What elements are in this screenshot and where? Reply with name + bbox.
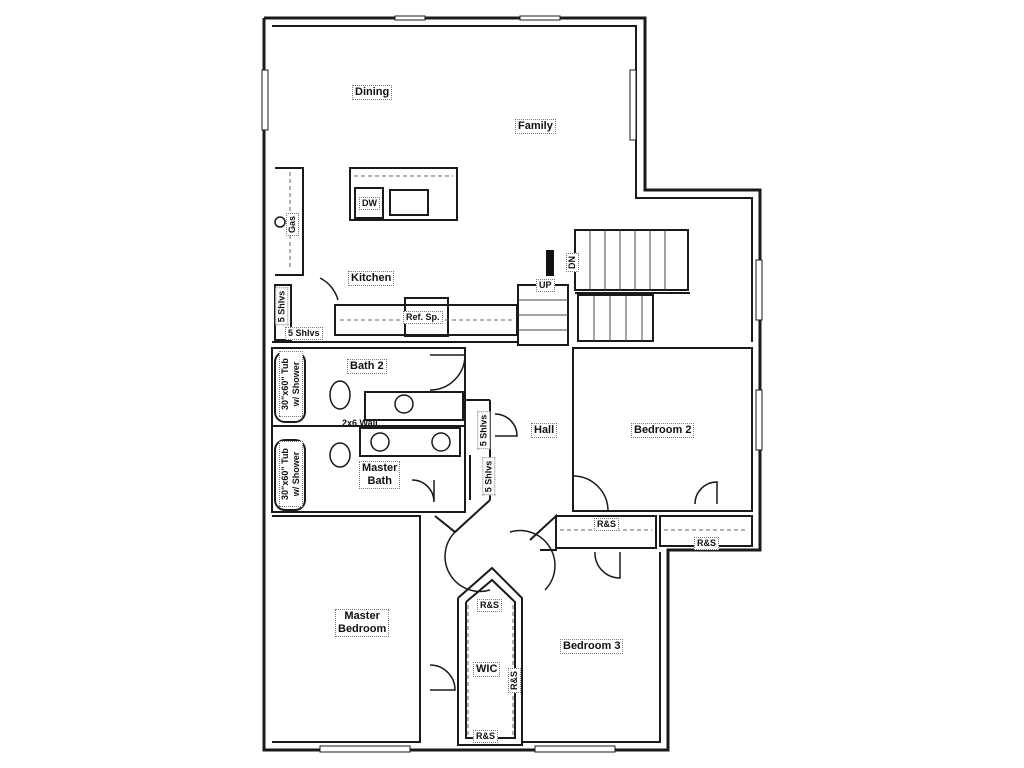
cabinet-dashes <box>289 172 748 735</box>
room-label-bedroom2: Bedroom 2 <box>631 423 695 438</box>
fixture-label-rs-bed3: R&S <box>594 518 620 531</box>
fixture-label-stair-down: DN <box>566 253 579 272</box>
room-label-master-bedroom: Master Bedroom <box>335 609 390 637</box>
fixture-label-hall-shelves-1: 5 Shlvs <box>477 411 491 450</box>
room-label-bedroom3: Bedroom 3 <box>560 639 624 654</box>
room-label-dining: Dining <box>352 85 393 100</box>
fixture-label-hall-shelves-2: 5 Shlvs <box>482 457 496 496</box>
fixture-label-tub-bath2: 30"x60" Tub w/ Shower <box>279 351 303 417</box>
fixture-label-dw: DW <box>359 197 380 210</box>
tub-bath2-line1: 30"x60" Tub <box>280 358 290 410</box>
fixture-label-shelves-horizontal: 5 Shlvs <box>285 327 323 340</box>
fixture-label-shelves-vertical: 5 Shlvs <box>275 287 289 326</box>
windows <box>261 15 763 753</box>
room-label-master-bedroom-line1: Master <box>344 610 380 622</box>
room-label-master-bedroom-line2: Bedroom <box>338 623 387 635</box>
exterior-walls <box>262 16 762 752</box>
room-label-wic: WIC <box>473 662 501 677</box>
room-label-hall: Hall <box>531 423 558 438</box>
doors <box>319 277 718 691</box>
fixture-label-tub-master: 30"x60" Tub w/ Shower <box>279 441 303 507</box>
room-label-family: Family <box>515 119 556 134</box>
tub-master-line2: w/ Shower <box>291 451 301 497</box>
interior-walls <box>271 25 753 746</box>
fixture-label-wall-note: 2x6 Wall <box>342 418 378 428</box>
room-label-master-bath-line2: Bath <box>367 475 392 487</box>
stair-rail <box>546 250 554 276</box>
fixture-label-gas: Gas <box>286 212 300 237</box>
tub-bath2-line2: w/ Shower <box>291 361 301 407</box>
plumbing-fixtures <box>274 216 451 468</box>
fixture-label-rs-wic-bottom: R&S <box>473 730 499 743</box>
fixture-label-rs-wic-top: R&S <box>477 599 503 612</box>
fixture-label-rs-wic-side: R&S <box>508 667 522 694</box>
room-label-kitchen: Kitchen <box>348 271 395 286</box>
room-label-master-bath-line1: Master <box>362 462 398 474</box>
stairs <box>518 230 666 341</box>
room-label-bath2: Bath 2 <box>347 359 387 374</box>
tub-master-line1: 30"x60" Tub <box>280 448 290 500</box>
fixture-label-rs-bed2: R&S <box>694 537 720 550</box>
room-label-master-bath: Master Bath <box>359 461 401 489</box>
fixture-label-stair-up: UP <box>536 279 555 292</box>
fixture-label-ref-sp: Ref. Sp. <box>403 311 443 324</box>
